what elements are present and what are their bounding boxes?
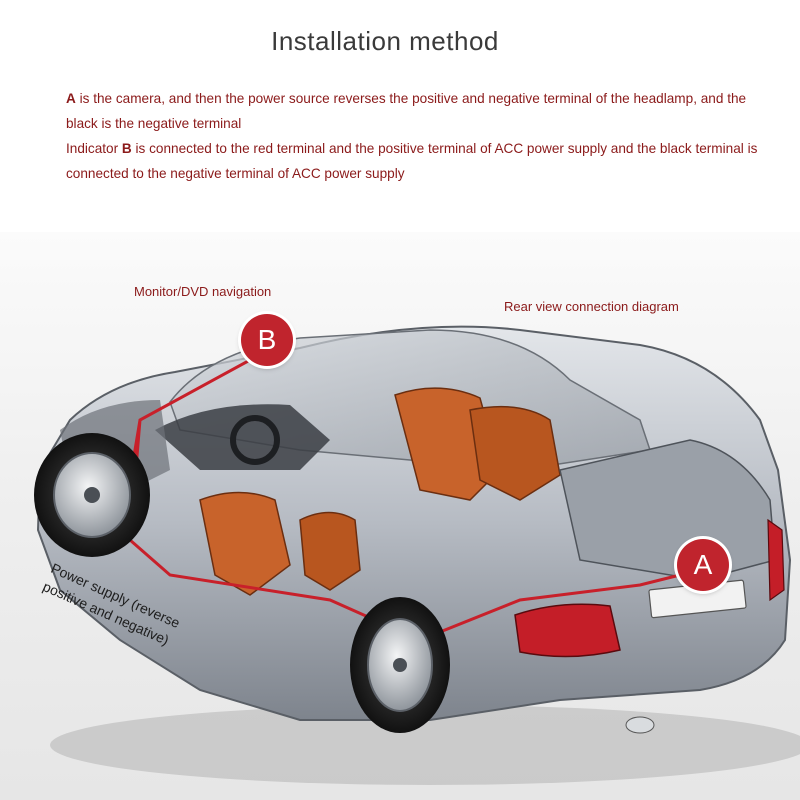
front-seat-2 (299, 511, 361, 591)
car-illustration (34, 325, 800, 785)
ground-shadow (50, 705, 800, 785)
installation-description: A is the camera, and then the power sour… (66, 86, 776, 186)
front-seat (199, 491, 291, 596)
marker-a: A (677, 539, 729, 591)
monitor-dvd-label: Monitor/DVD navigation (134, 284, 272, 299)
tail-light-right (767, 518, 785, 602)
marker-b: B (241, 314, 293, 366)
tail-light (514, 603, 621, 658)
front-wheel (34, 433, 150, 557)
rear-view-label: Rear view connection diagram (504, 299, 679, 314)
description-line-b: Indicator B is connected to the red term… (66, 141, 758, 181)
rear-seat-2 (469, 405, 561, 501)
page-title: Installation method (271, 26, 499, 56)
letter-b: B (121, 141, 132, 156)
description-line-a: A is the camera, and then the power sour… (66, 91, 747, 131)
exhaust-pipe (625, 716, 655, 734)
rear-wheel (350, 597, 450, 733)
letter-a: A (66, 91, 76, 106)
steering-wheel (230, 415, 280, 465)
dashboard (155, 404, 330, 470)
